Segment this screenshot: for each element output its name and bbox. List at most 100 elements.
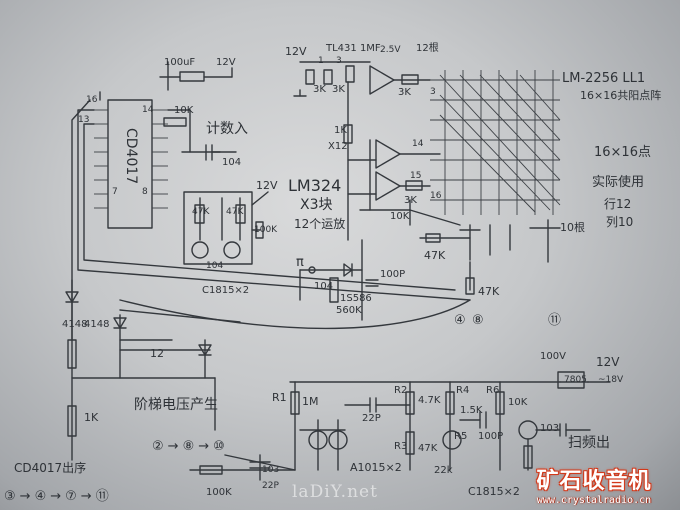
seq-item-6: ⑪ xyxy=(95,489,109,504)
seq-item-2: ④ xyxy=(34,489,47,504)
chip-pin-8: 8 xyxy=(142,187,148,197)
res-47k-b: 47K xyxy=(226,207,244,217)
res-1k-a: 1K xyxy=(334,125,347,136)
regulator-input: ~18V xyxy=(598,375,624,385)
watermark: laDiY.net xyxy=(292,482,378,502)
res-1m: 1M xyxy=(302,395,319,408)
led-matrix-grid xyxy=(430,70,561,215)
res-47k-d: 47K xyxy=(478,285,500,298)
cap-104-top: 104 xyxy=(222,157,242,168)
count-12: 12 xyxy=(150,347,164,360)
matrix-note-4: 列10 xyxy=(606,215,634,229)
cap-103-b: 103 xyxy=(540,423,560,434)
transistor-c1815-b: C1815×2 xyxy=(468,485,520,498)
transistor-a1015: A1015×2 xyxy=(350,461,402,474)
lm324-note: 12个运放 xyxy=(294,217,346,231)
res-1k-b: 1K xyxy=(84,411,99,424)
node-4: ④ xyxy=(454,313,466,328)
cap-100p-b: 100P xyxy=(478,431,504,442)
pin-16b: 16 xyxy=(430,191,442,201)
pin-1: 1 xyxy=(318,56,324,66)
r3-label: R3 xyxy=(394,441,408,452)
cd4017-label: CD4017 xyxy=(123,128,139,185)
stair-voltage-label: 阶梯电压产生 xyxy=(134,397,218,413)
loop-item-0: ② xyxy=(152,439,164,454)
site-logo: 矿石收音机 www.crystalradio.cn xyxy=(514,463,674,506)
cd4017-chip xyxy=(107,99,153,229)
res-15k: 1.5K xyxy=(460,405,483,416)
stair-resistor-chain xyxy=(65,279,471,461)
supply-12v-top: 12V xyxy=(216,57,236,68)
pin-16: 16 xyxy=(86,95,98,105)
res-10k-a: 10K xyxy=(174,105,194,116)
res-3k-c: 3K xyxy=(398,87,411,98)
loop-item-2: ⑧ xyxy=(182,439,195,454)
supply-12v-right: 12V xyxy=(596,355,620,369)
d-4148-a: 4148 xyxy=(62,319,88,330)
res-47k-c: 47K xyxy=(424,249,446,262)
res-3k-d: 3K xyxy=(404,195,417,206)
left-bus-wires xyxy=(71,91,471,341)
d-4148-b: 4148 xyxy=(84,319,110,330)
seq-item-0: ③ xyxy=(4,489,16,504)
cap-100uf: 100uF xyxy=(164,57,196,68)
seq-item-1: → xyxy=(19,489,31,504)
r4-label: R4 xyxy=(456,385,470,396)
lm324-title: LM324 xyxy=(288,176,342,195)
cap-104-b: 104 xyxy=(314,281,334,292)
loop-item-4: ⑩ xyxy=(213,439,225,454)
site-logo-title: 矿石收音机 xyxy=(536,469,652,494)
pin-3b: 3 xyxy=(430,87,436,97)
site-logo-url: www.crystalradio.cn xyxy=(536,495,652,506)
pin-3: 3 xyxy=(336,56,342,66)
res-3k-b: 3K xyxy=(332,84,345,95)
diode-1s586: 1S586 xyxy=(340,293,372,304)
r1-label: R1 xyxy=(272,391,287,404)
node-11: ⑪ xyxy=(548,313,562,328)
cap-22p: 22P xyxy=(362,413,381,424)
res-100k: 100K xyxy=(254,225,278,235)
pin-14b: 14 xyxy=(412,139,424,149)
seq-item-3: → xyxy=(50,489,62,504)
lm324-count: X3块 xyxy=(300,197,333,213)
sweep-generator xyxy=(189,371,611,481)
pin-15: 15 xyxy=(410,171,422,181)
ref-voltage: 2.5V xyxy=(380,45,401,55)
supply-12v-mid: 12V xyxy=(256,179,278,192)
res-100k-bottom: 100K xyxy=(206,487,232,498)
matrix-name: LM-2256 LL1 xyxy=(562,71,646,86)
seq-item-4: ⑦ xyxy=(65,489,77,504)
cap-104-a: 104 xyxy=(206,261,224,271)
astable-oscillator xyxy=(183,191,269,265)
matrix-note-1: 16×16点 xyxy=(594,145,651,160)
rows-label: 12根 xyxy=(416,43,439,54)
cd4017-pins-right xyxy=(152,109,168,209)
loop-item-1: → xyxy=(167,439,179,454)
res-10k-c: 10K xyxy=(508,397,528,408)
cap-100p: 100P xyxy=(380,269,406,280)
loop-item-3: → xyxy=(198,439,210,454)
r6-label: R6 xyxy=(486,385,500,396)
cap-22p-b: 22P xyxy=(262,481,279,491)
scan-out-label: 扫频出 xyxy=(568,435,610,451)
cd4017-pins-left xyxy=(94,109,108,209)
sequence-loop: ② → ⑧ → ⑩ xyxy=(152,440,225,453)
pi-symbol: π xyxy=(296,255,304,270)
sequence-row: ③ → ④ → ⑦ → ⑪ xyxy=(4,490,109,503)
supply-100v: 100V xyxy=(540,351,566,362)
res-3k-a: 3K xyxy=(313,84,326,95)
seq-item-5: → xyxy=(80,489,92,504)
pin-13: 13 xyxy=(78,115,90,125)
column-drivers xyxy=(409,209,561,295)
opamp-section xyxy=(293,61,441,321)
supply-12v-top-left: 12V xyxy=(285,45,307,58)
res-47k-r3: 47K xyxy=(418,443,438,454)
regulator-top: 7805 xyxy=(564,375,587,385)
chip-pin-14: 14 xyxy=(142,105,154,115)
matrix-note-3: 行12 xyxy=(604,197,632,211)
r2-label: R2 xyxy=(394,385,408,396)
counter-input: 计数入 xyxy=(206,121,248,137)
res-x12: X12 xyxy=(328,141,348,152)
